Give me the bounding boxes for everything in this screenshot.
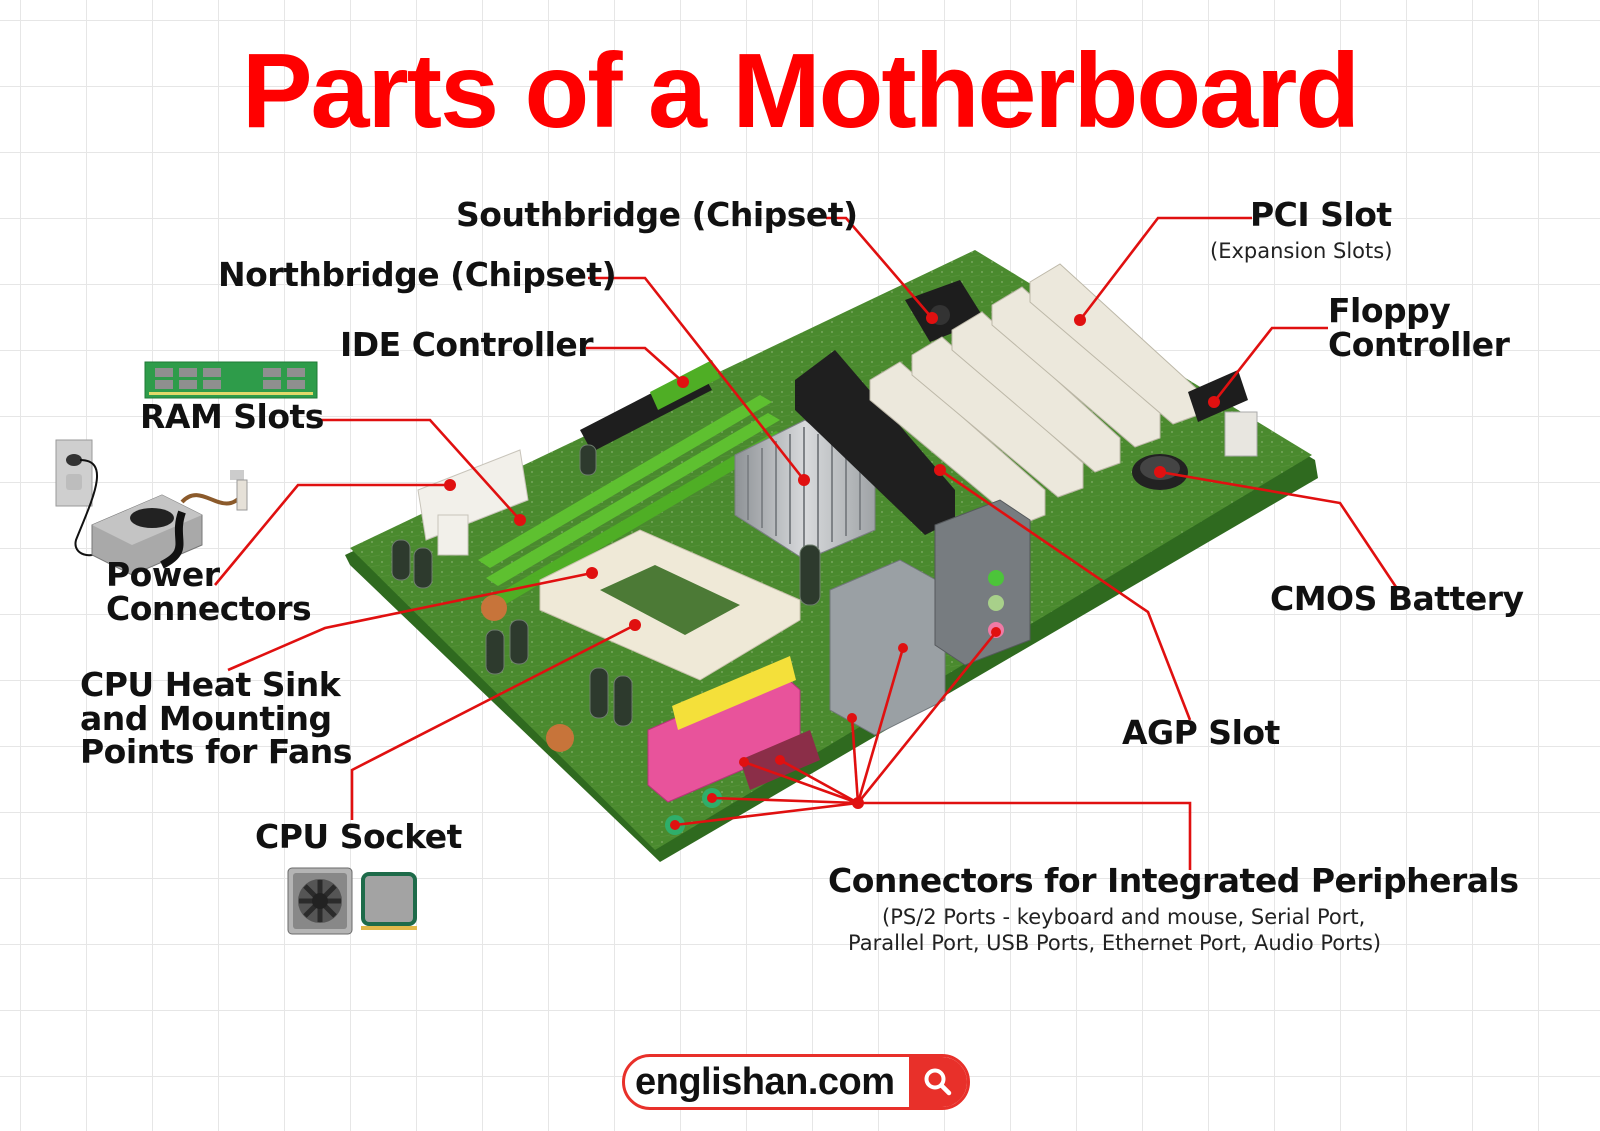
label-cpu-heat-sink: CPU Heat Sink and Mounting Points for Fa… xyxy=(80,665,352,772)
label-southbridge: Southbridge (Chipset) xyxy=(456,195,858,234)
label-pci-slot-sub: (Expansion Slots) xyxy=(1210,239,1393,263)
brand-search-pill[interactable]: englishan.com xyxy=(622,1054,970,1110)
ram-module-icon xyxy=(144,361,318,399)
brand-text: englishan.com xyxy=(635,1060,895,1103)
page-title: Parts of a Motherboard xyxy=(241,32,1360,150)
power-supply-icon xyxy=(55,439,248,576)
label-agp-slot: AGP Slot xyxy=(1122,713,1280,752)
label-connectors-sub-2: Parallel Port, USB Ports, Ethernet Port,… xyxy=(848,931,1382,955)
label-connectors-sub-1: (PS/2 Ports - keyboard and mouse, Serial… xyxy=(882,905,1366,929)
label-ide-controller: IDE Controller xyxy=(340,325,594,364)
cpu-fan-icon xyxy=(287,867,353,935)
label-pci-slot: PCI Slot xyxy=(1250,195,1392,234)
leader-lines xyxy=(213,216,1400,870)
cpu-chip-icon xyxy=(361,872,417,930)
label-connectors: Connectors for Integrated Peripherals xyxy=(828,861,1519,900)
label-northbridge: Northbridge (Chipset) xyxy=(218,255,617,294)
label-power-connectors: Power Connectors xyxy=(106,555,312,628)
label-floppy-controller: Floppy Controller xyxy=(1328,291,1510,364)
label-cmos-battery: CMOS Battery xyxy=(1270,579,1524,618)
leader-dots xyxy=(444,312,1220,830)
label-ram-slots: RAM Slots xyxy=(140,397,324,436)
motherboard-illustration xyxy=(345,250,1318,862)
search-button[interactable] xyxy=(909,1057,967,1107)
search-icon xyxy=(924,1068,952,1096)
label-cpu-socket: CPU Socket xyxy=(255,817,462,856)
